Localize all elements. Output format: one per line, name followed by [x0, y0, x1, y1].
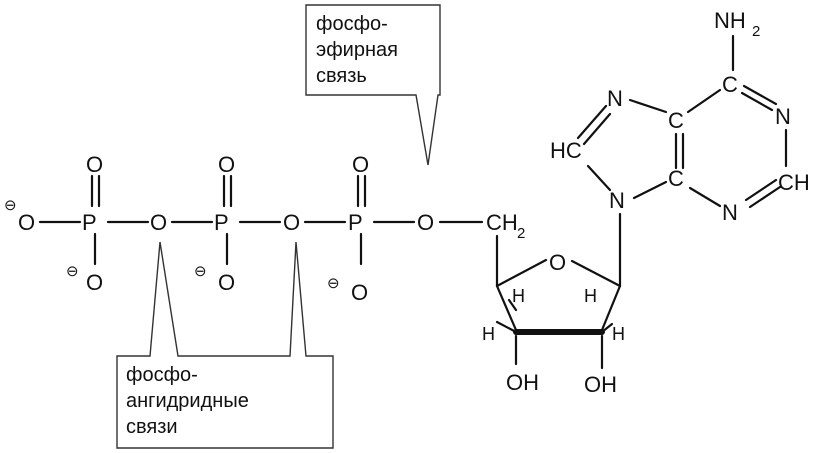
bond-c8-n7-a: [576, 104, 608, 140]
ribose-ring: O H H H H OH OH: [482, 212, 625, 397]
callout-phosphoanhydride-line3: связи: [126, 416, 178, 438]
bond-c1-c2: [600, 284, 622, 332]
atom-nh2-subscript: 2: [752, 23, 760, 40]
bond-c6-n1-b: [740, 91, 774, 112]
atom-p1: P: [82, 210, 97, 235]
bond-n9-c8: [586, 164, 612, 192]
callout-phosphoester-box: [305, 4, 441, 166]
callout-phosphoanhydride: фосфо- ангидридные связи: [116, 241, 334, 449]
atom-n3: N: [722, 200, 738, 225]
charge-minus-1: ⊖: [4, 197, 17, 214]
atom-o-p2-bottom: O: [218, 270, 235, 295]
atom-h-c2: H: [612, 324, 625, 344]
atom-o-p2-top: O: [218, 152, 235, 177]
bond-n3-c4: [688, 186, 722, 208]
atom-ch2-subscript: 2: [517, 225, 525, 242]
atom-o-bridge1: O: [150, 210, 167, 235]
triphosphate-chain: ⊖ O P O ⊖ O O P O ⊖ O O P O ⊖ O: [4, 152, 525, 305]
atom-o-p3-top: O: [352, 152, 369, 177]
atom-p2: P: [214, 210, 229, 235]
atom-h-c4: H: [512, 286, 525, 306]
atom-h-c3: H: [482, 324, 495, 344]
atom-ch-c2: CH: [778, 170, 810, 195]
callout-phosphoester-line1: фосфо-: [316, 13, 388, 35]
adenine-base: N HC N C C C N CH N NH 2: [550, 8, 810, 225]
bond-c4-o-ring: [495, 258, 548, 288]
bond-c3-h: [495, 320, 518, 334]
atom-o-bridge2: O: [283, 210, 300, 235]
bond-c5-c6: [686, 88, 722, 114]
bond-c2-h: [600, 322, 614, 334]
bond-n9-c4: [632, 180, 668, 200]
atom-c6: C: [722, 72, 738, 97]
atom-oh-c2: OH: [584, 372, 617, 397]
bond-c4-c3: [495, 284, 518, 332]
callout-phosphoester-line3: связь: [316, 65, 367, 87]
atom-hc-c8: HC: [550, 138, 582, 163]
bond-c8-n7-b: [582, 112, 612, 146]
bond-c4-h: [507, 298, 518, 312]
callout-phosphoanhydride-line1: фосфо-: [126, 364, 198, 386]
atom-c5: C: [668, 108, 684, 133]
atom-p3: P: [348, 210, 363, 235]
atom-o-p1-bottom: O: [86, 270, 103, 295]
atom-o-ester: O: [417, 210, 434, 235]
atom-o-ring: O: [549, 250, 566, 275]
atom-c4: C: [668, 166, 684, 191]
atom-o-p3-bottom: O: [351, 280, 368, 305]
atom-n7: N: [607, 86, 623, 111]
atom-ch2: CH: [486, 210, 518, 235]
callout-phosphoester: фосфо- эфирная связь: [305, 4, 441, 166]
callout-phosphoanhydride-line2: ангидридные: [126, 390, 249, 412]
callout-phosphoanhydride-box: [116, 241, 334, 449]
atom-n1: N: [775, 104, 791, 129]
bond-c2-n3-b: [748, 185, 782, 209]
charge-minus-3: ⊖: [194, 263, 207, 280]
charge-minus-4: ⊖: [327, 275, 340, 292]
bond-c2-n3-a: [744, 178, 778, 202]
callout-phosphoester-line2: эфирная: [316, 39, 398, 61]
atom-oh-c3: OH: [506, 370, 539, 395]
atom-n9: N: [609, 188, 625, 213]
atom-h-c1: H: [584, 286, 597, 306]
bond-n7-c5: [628, 98, 668, 114]
atom-o-p1-top: O: [86, 152, 103, 177]
atom-nh2: NH: [714, 8, 746, 33]
atom-o-terminal: O: [18, 210, 35, 235]
charge-minus-2: ⊖: [66, 263, 79, 280]
bond-c6-n1-a: [742, 84, 778, 106]
bond-o-ring-c1: [570, 259, 622, 288]
